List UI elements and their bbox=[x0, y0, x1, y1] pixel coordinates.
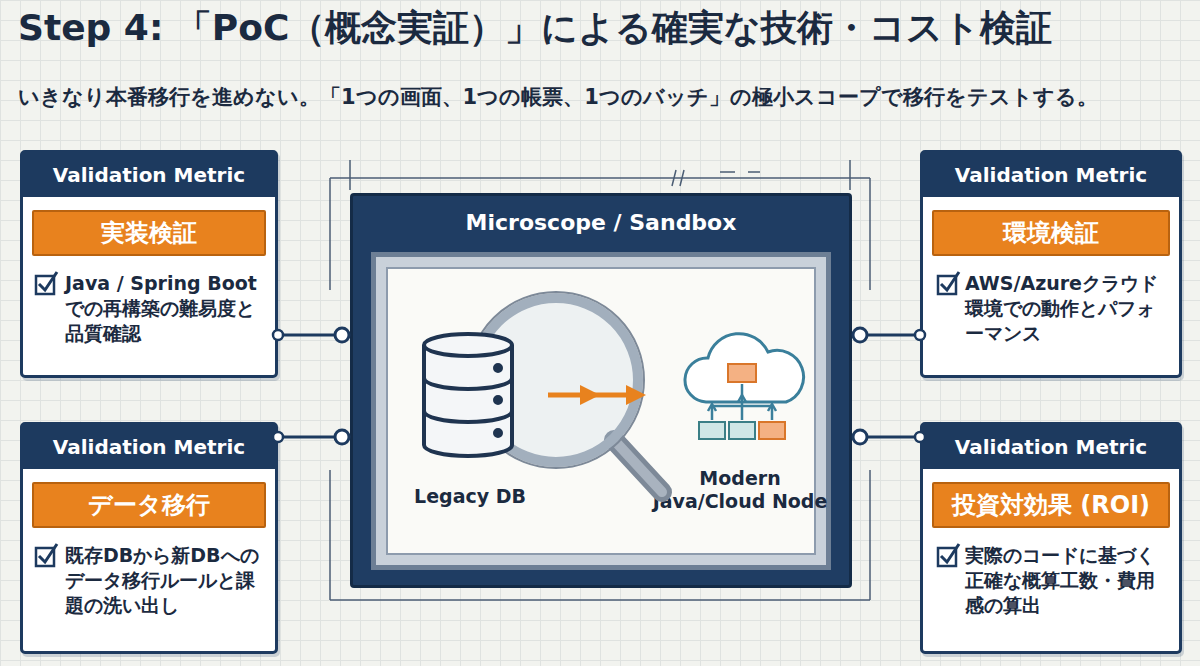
metric-tag: 環境検証 bbox=[932, 210, 1170, 256]
tree-arrow bbox=[738, 395, 746, 402]
connector-line bbox=[852, 436, 920, 439]
card-header: Validation Metric bbox=[923, 425, 1179, 469]
card-header: Validation Metric bbox=[923, 153, 1179, 197]
metric-connector bbox=[852, 430, 925, 444]
metric-tag: 実装検証 bbox=[32, 210, 266, 256]
tag-text: データ移行 bbox=[88, 489, 210, 521]
checkbox-icon bbox=[938, 548, 956, 566]
metric-card: Validation Metric 実際のコードに基づく正確な概算工数・費用感の算… bbox=[920, 422, 1182, 654]
tree-line bbox=[712, 406, 772, 420]
connector-terminal bbox=[853, 430, 867, 444]
metric-card: Validation Metric 既存DBから新DBへのデータ移行ルールと課題の… bbox=[20, 422, 278, 654]
database-dot bbox=[495, 430, 501, 436]
cloud-icon bbox=[685, 334, 804, 439]
metric-tag: データ移行 bbox=[32, 482, 266, 528]
subtitle-note: いきなり本番移行を進めない。「1つの画面、1つの帳票、1つのバッチ」の極小スコー… bbox=[18, 84, 1198, 110]
connector-line bbox=[278, 334, 350, 337]
cloud-service bbox=[729, 422, 755, 439]
tick-mark bbox=[350, 160, 850, 190]
tag-text: 環境検証 bbox=[1003, 217, 1099, 249]
metric-tag: 投資対効果 (ROI) bbox=[932, 482, 1170, 528]
connector-terminal bbox=[915, 432, 925, 442]
card-body-text: AWS/Azureクラウド環境での動作とパフォーマンス bbox=[965, 271, 1169, 346]
metric-card: Validation MetricJava / Spring Boot での再構… bbox=[20, 150, 278, 378]
check-mark bbox=[941, 544, 959, 562]
migration-arrow bbox=[548, 395, 640, 396]
cloud-tree bbox=[708, 384, 776, 420]
card-body-text: Java / Spring Boot での再構築の難易度と品質確認 bbox=[65, 271, 265, 346]
guide-line bbox=[869, 470, 871, 600]
checkbox-icon bbox=[36, 276, 54, 294]
card-body-text: 既存DBから新DBへのデータ移行ルールと課題の洗い出し bbox=[65, 543, 265, 618]
check-mark bbox=[941, 272, 959, 290]
sandbox-frame: Microscope / SandboxLegacy DB Modern Java… bbox=[350, 193, 852, 588]
checkbox-icon bbox=[36, 548, 54, 566]
arrow-line bbox=[548, 393, 640, 398]
card-header: Validation Metric bbox=[23, 153, 275, 197]
database-dot bbox=[495, 365, 501, 371]
sandbox-panel bbox=[371, 252, 831, 570]
magnifier-illustration bbox=[468, 292, 662, 492]
tick-mark bbox=[672, 170, 684, 186]
magnifier-rim bbox=[468, 292, 644, 468]
check-mark bbox=[39, 272, 57, 290]
magnifier-handle-highlight bbox=[614, 440, 662, 492]
database-icon bbox=[424, 334, 512, 456]
database-body bbox=[424, 345, 512, 456]
magnifier-handle bbox=[614, 440, 662, 492]
connector-terminal bbox=[273, 432, 283, 442]
connector-terminal bbox=[853, 328, 867, 342]
cloud-server bbox=[728, 364, 756, 382]
guide-line bbox=[330, 599, 870, 601]
tree-line bbox=[741, 384, 744, 396]
tag-text: 投資対効果 (ROI) bbox=[952, 489, 1150, 521]
guide-line bbox=[330, 177, 870, 179]
card-header: Validation Metric bbox=[23, 425, 275, 469]
guide-line bbox=[329, 178, 331, 290]
database-dot bbox=[495, 397, 501, 403]
checkbox-icon bbox=[938, 276, 956, 294]
cloud-service bbox=[699, 422, 725, 439]
database-top bbox=[424, 334, 512, 356]
connector-terminal bbox=[335, 328, 349, 342]
check-mark bbox=[39, 544, 57, 562]
database-ring bbox=[424, 378, 512, 389]
cloud-outline bbox=[685, 334, 804, 402]
card-body-text: 実際のコードに基づく正確な概算工数・費用感の算出 bbox=[965, 543, 1169, 618]
cloud-service bbox=[759, 422, 785, 439]
metric-connector bbox=[852, 328, 925, 342]
page-title: Step 4: 「PoC（概念実証）」による確実な技術・コスト検証 bbox=[18, 6, 1198, 49]
legacy-db-node: Legacy DB bbox=[400, 330, 540, 515]
blueprint-lines bbox=[330, 160, 870, 600]
connector-terminal bbox=[273, 330, 283, 340]
sandbox-title: Microscope / Sandbox bbox=[353, 196, 849, 248]
node-label: Modern Java/Cloud Node bbox=[648, 467, 832, 515]
tree-line bbox=[741, 396, 744, 420]
tick-mark bbox=[720, 171, 760, 173]
connector-line bbox=[278, 436, 350, 439]
guide-line bbox=[869, 178, 871, 290]
metric-card: Validation MetricAWS/Azureクラウド環境での動作とパフォ… bbox=[920, 150, 1182, 378]
database-ring bbox=[424, 411, 512, 422]
cloud-node: Modern Java/Cloud Node bbox=[648, 330, 832, 520]
connector-terminal bbox=[335, 430, 349, 444]
connector-line bbox=[852, 334, 920, 337]
tree-arrow bbox=[708, 404, 716, 411]
connector-terminal bbox=[915, 330, 925, 340]
metric-connector bbox=[273, 430, 350, 444]
metric-connector bbox=[273, 328, 350, 342]
node-label: Legacy DB bbox=[400, 485, 540, 509]
magnifier-lens bbox=[474, 298, 638, 462]
guide-line bbox=[329, 470, 331, 600]
tree-arrow bbox=[768, 404, 776, 411]
tag-text: 実装検証 bbox=[101, 217, 197, 249]
checkbox-group bbox=[36, 272, 959, 566]
